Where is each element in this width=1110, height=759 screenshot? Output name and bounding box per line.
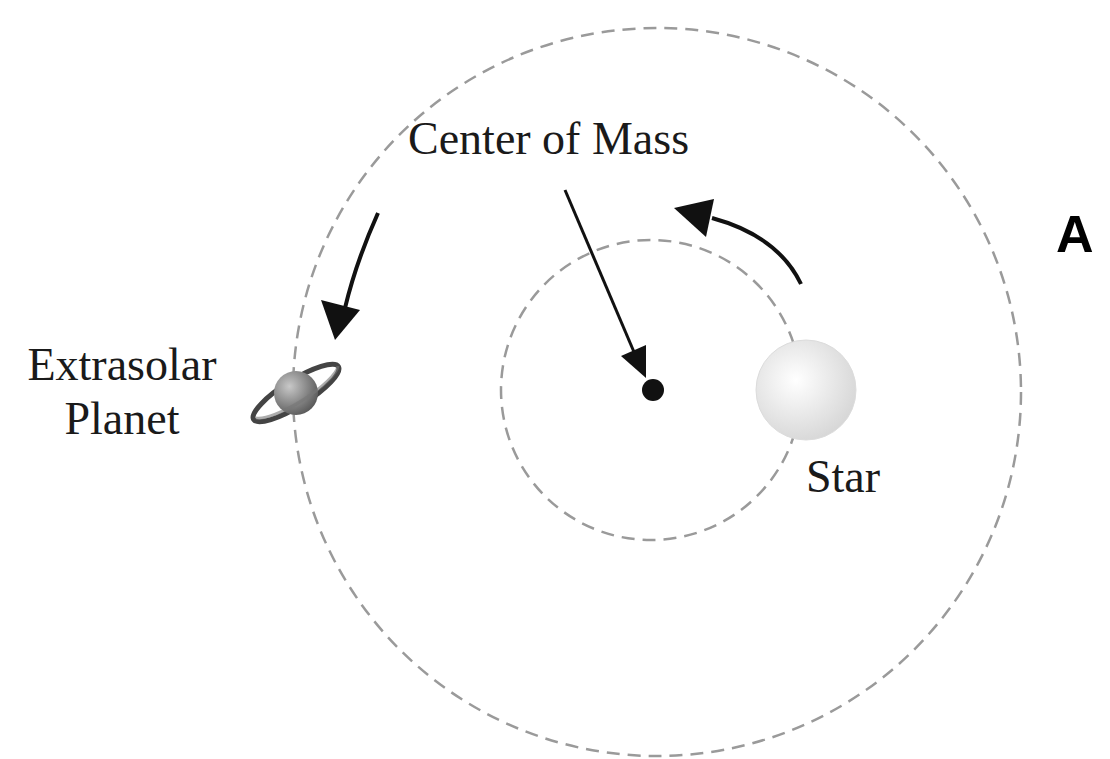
star-symbol — [756, 340, 856, 440]
planet-motion-arrow — [321, 213, 378, 340]
star-motion-arrow — [674, 199, 801, 284]
planet-label: Extrasolar Planet — [2, 338, 242, 446]
star-label: Star — [806, 450, 880, 504]
center-of-mass-label: Center of Mass — [408, 112, 689, 166]
leader-arrow — [565, 190, 646, 378]
panel-letter: A — [1056, 204, 1094, 264]
planet-orbit — [293, 28, 1021, 756]
planet-symbol — [247, 355, 346, 430]
center-of-mass-dot — [642, 379, 664, 401]
